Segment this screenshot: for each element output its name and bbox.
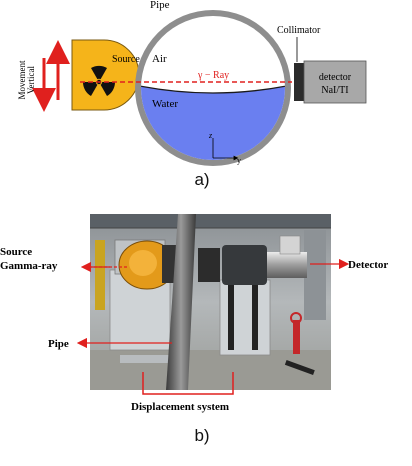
- setup-photo: [90, 214, 331, 390]
- movement-label-2: Movement: [17, 60, 27, 99]
- collimator: [294, 63, 304, 101]
- detector-label-1: detector: [319, 72, 352, 83]
- pipe-label: Pipe: [150, 0, 170, 11]
- ray-label: γ − Ray: [197, 70, 229, 81]
- pipe-cross-section: [135, 10, 291, 166]
- source-gamma-label-1: Source: [0, 246, 32, 258]
- source-label: Source: [112, 54, 140, 65]
- axis-y-label: y: [237, 156, 241, 165]
- displacement-label: Displacement system: [131, 401, 229, 413]
- water-label: Water: [152, 98, 178, 110]
- detector-box: [303, 60, 367, 104]
- axis-z-label: z: [208, 131, 213, 140]
- pipe-rod: [166, 214, 196, 390]
- pipe-photo-label: Pipe: [48, 338, 69, 350]
- water-interface: [141, 83, 285, 94]
- panel-a: Vertical Movement Source Pipe Air Water …: [17, 0, 367, 166]
- source-gamma-label-2: Gamma-ray: [0, 260, 58, 272]
- detector-label-2: NaI/TI: [321, 85, 348, 96]
- caption-a: a): [194, 170, 210, 189]
- displacement-bracket: [142, 372, 234, 395]
- caption-b: b): [194, 426, 210, 445]
- air-label: Air: [152, 53, 167, 65]
- collimator-label: Collimator: [277, 25, 321, 36]
- panel-b: Source Gamma-ray Detector Pipe Displacem…: [0, 214, 388, 413]
- movement-label-1: Vertical: [26, 66, 36, 94]
- detector-label: Detector: [348, 259, 388, 271]
